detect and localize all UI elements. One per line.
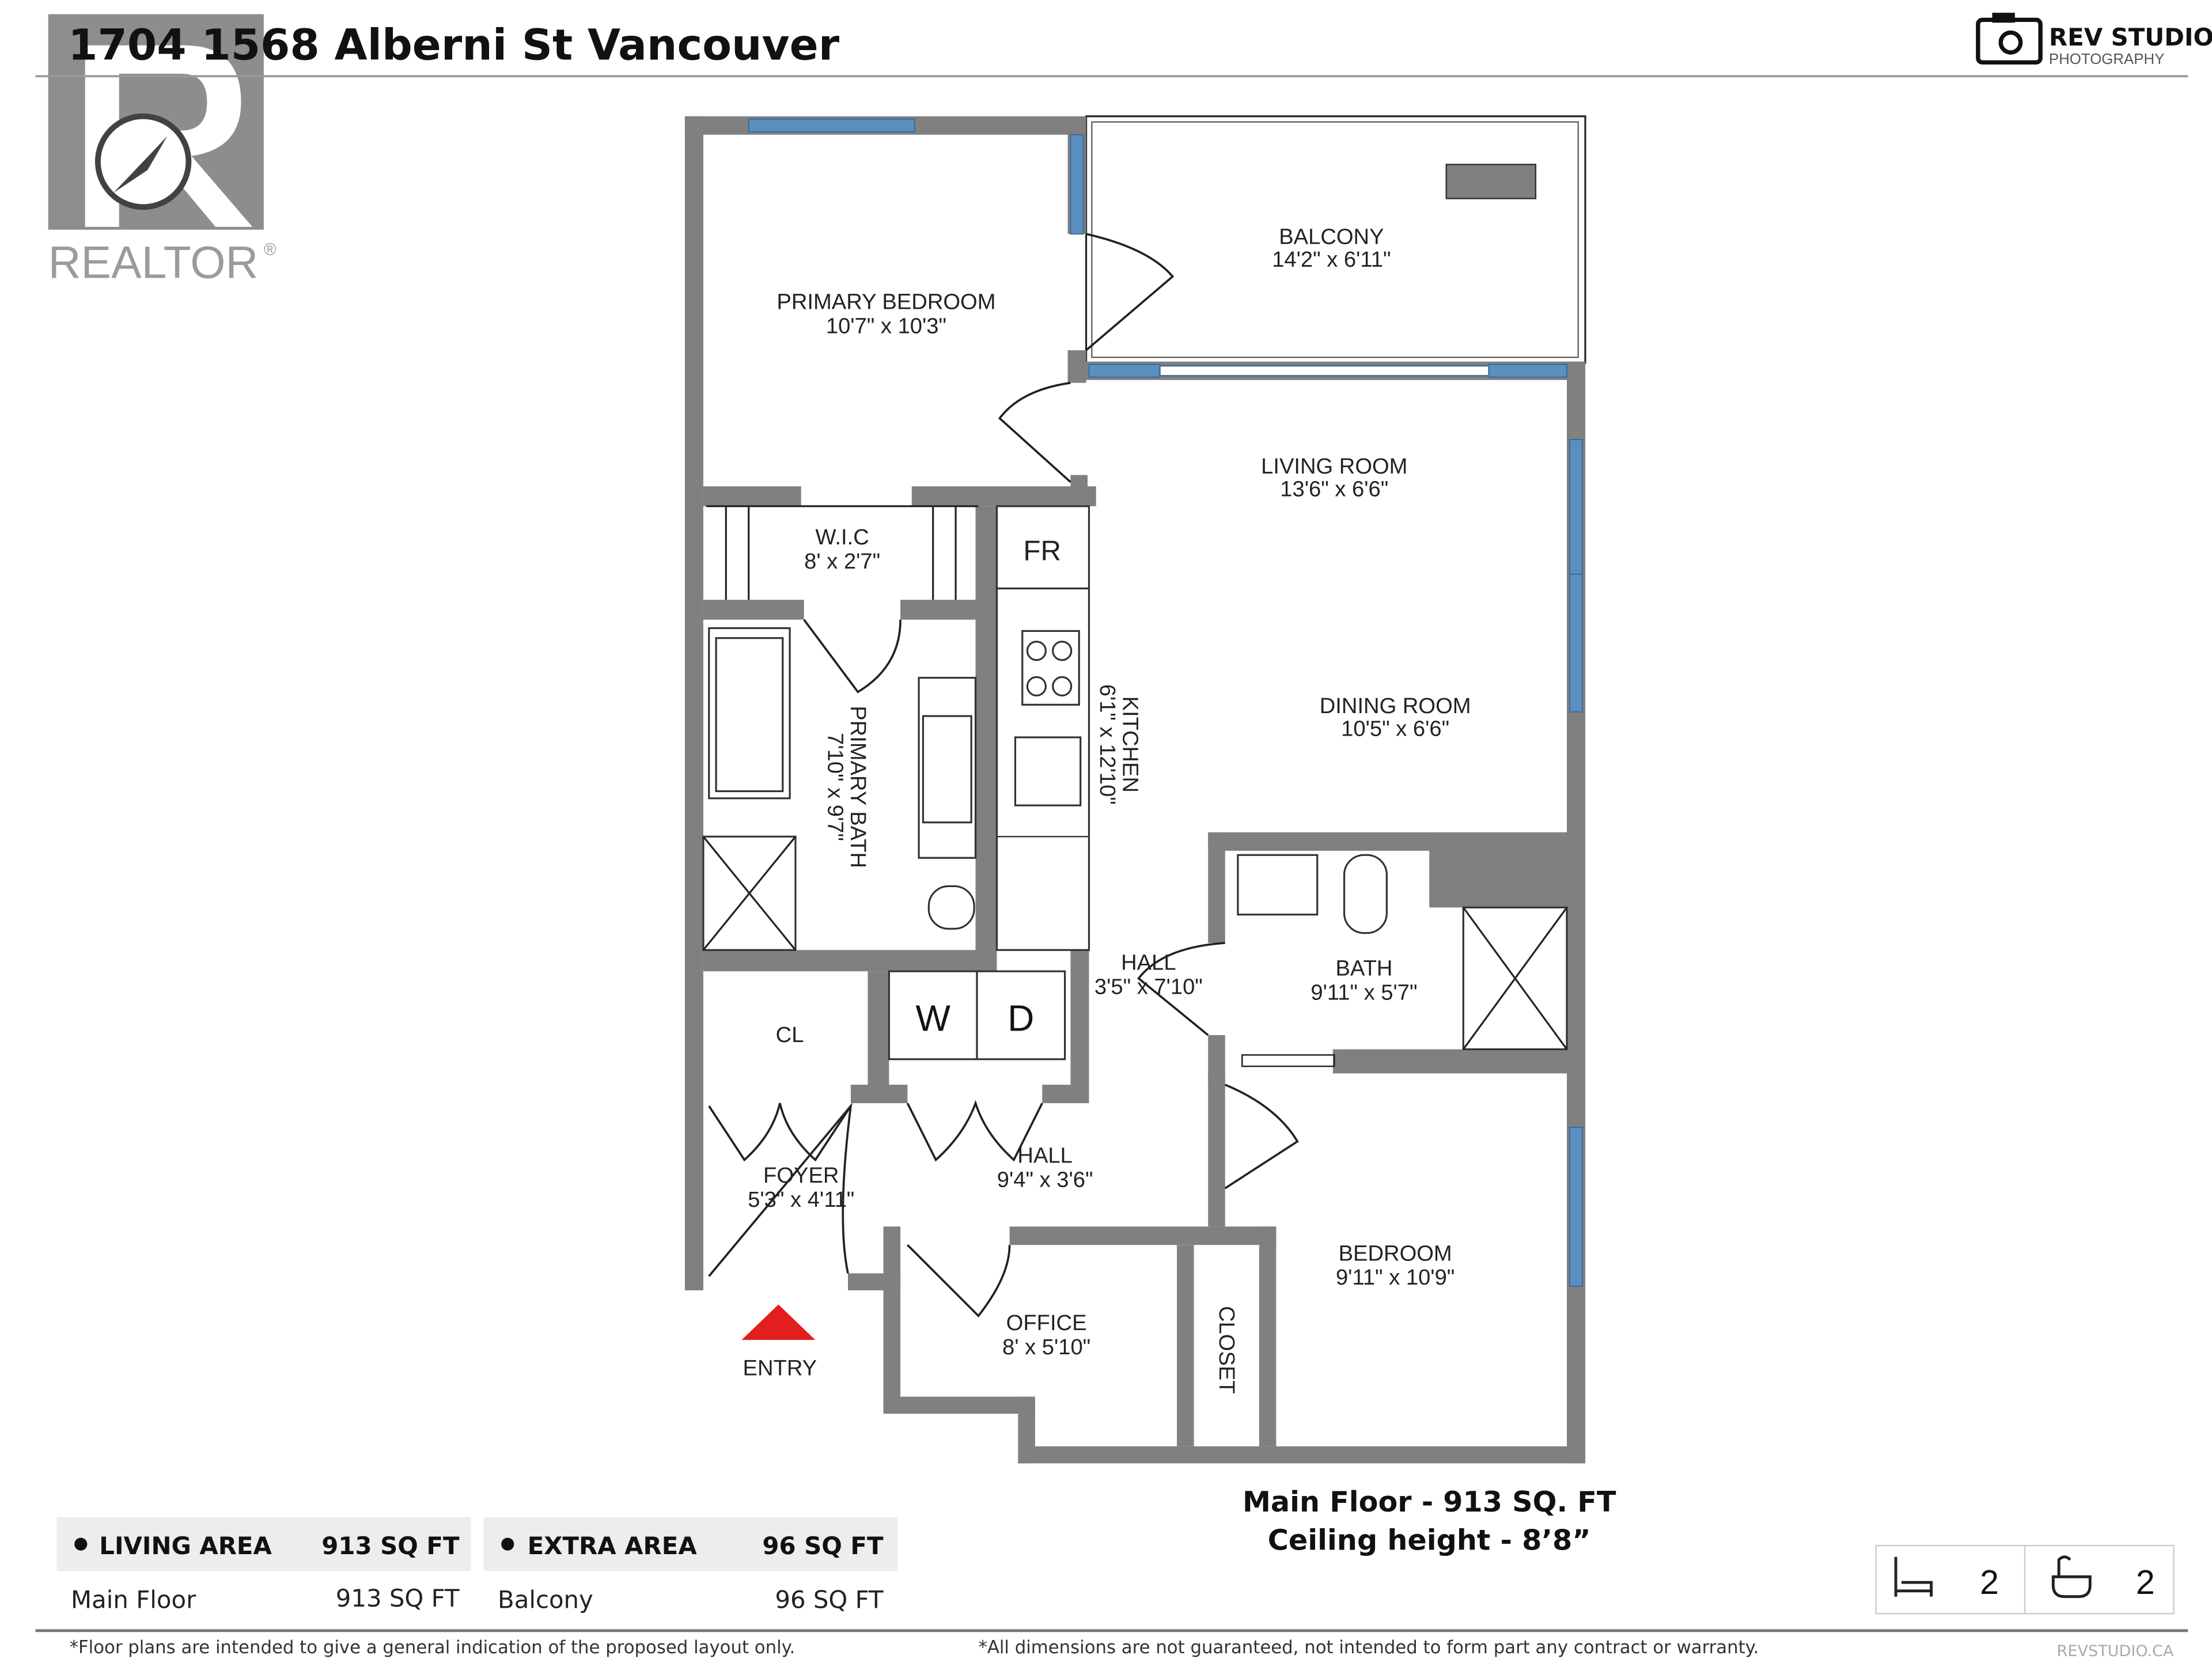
room-counts: 2 2 bbox=[1875, 1544, 2175, 1615]
area-title: EXTRA AREA bbox=[528, 1532, 698, 1560]
room-size: 10'5" x 6'6" bbox=[1341, 717, 1449, 741]
footer-divider bbox=[35, 1629, 2188, 1633]
area-row-label: Main Floor bbox=[71, 1585, 196, 1613]
listing-title: 1704 1568 Alberni St Vancouver bbox=[68, 20, 840, 70]
room-size: 3'5" x 7'10" bbox=[1094, 975, 1203, 999]
realtor-wordmark: REALTOR bbox=[48, 237, 259, 287]
area-title: LIVING AREA bbox=[99, 1532, 272, 1560]
kitchen-sink bbox=[1014, 736, 1082, 806]
fridge bbox=[995, 505, 1090, 590]
bath-vanity bbox=[1237, 854, 1319, 916]
room-name: HALL bbox=[1017, 1143, 1072, 1168]
room-name: BATH bbox=[1336, 956, 1393, 981]
room-name: KITCHEN bbox=[1118, 696, 1143, 793]
room-name: HALL bbox=[1121, 950, 1176, 975]
room-name: OFFICE bbox=[1006, 1310, 1087, 1335]
room-size: 8' x 5'10" bbox=[1002, 1335, 1090, 1359]
room-name: BEDROOM bbox=[1339, 1241, 1452, 1266]
area-row-value: 96 SQ FT bbox=[775, 1585, 884, 1613]
balcony-hvac-unit bbox=[1445, 164, 1537, 199]
bathroom-count: 2 bbox=[2136, 1563, 2155, 1601]
room-name: CL bbox=[776, 1022, 804, 1047]
studio-subtitle: PHOTOGRAPHY bbox=[2049, 51, 2164, 67]
dryer bbox=[976, 970, 1066, 1060]
area-total: 96 SQ FT bbox=[762, 1532, 884, 1560]
room-name: PRIMARY BATH bbox=[846, 706, 870, 868]
footer-disclaimer-right: *All dimensions are not guaranteed, not … bbox=[978, 1637, 1759, 1658]
windows bbox=[748, 118, 1584, 1287]
washer-label: W bbox=[915, 998, 950, 1039]
primary-toilet bbox=[927, 885, 975, 930]
area-total: 913 SQ FT bbox=[321, 1532, 460, 1560]
room-name: LIVING ROOM bbox=[1261, 454, 1407, 479]
wic-shelving bbox=[706, 505, 979, 600]
footer-site: REVSTUDIO.CA bbox=[2057, 1642, 2174, 1659]
svg-text:®: ® bbox=[264, 240, 276, 259]
header-divider bbox=[35, 75, 2188, 78]
rev-studio-logo: REV STUDIO PHOTOGRAPHY bbox=[1976, 13, 2212, 67]
fixtures: FR W D bbox=[702, 505, 1568, 1060]
bedroom-count: 2 bbox=[1980, 1563, 1999, 1601]
fridge-label: FR bbox=[1023, 535, 1061, 566]
dryer-label: D bbox=[1007, 998, 1034, 1039]
room-size: 13'6" x 6'6" bbox=[1280, 477, 1388, 502]
room-size: 14'2" x 6'11" bbox=[1272, 247, 1391, 272]
footer-disclaimer-left: *Floor plans are intended to give a gene… bbox=[70, 1637, 796, 1658]
room-name: CLOSET bbox=[1214, 1306, 1239, 1394]
floor-plan: FR W D PRIMARY BEDROOM 10'7" x 10'3" BAL… bbox=[684, 115, 1586, 1464]
bath-toilet bbox=[1343, 854, 1388, 934]
room-name: W.I.C bbox=[816, 525, 869, 550]
entry-arrow-icon bbox=[741, 1304, 816, 1340]
ceiling-height: Ceiling height - 8’8” bbox=[1268, 1523, 1591, 1556]
room-size: 7'10" x 9'7" bbox=[823, 733, 848, 841]
washer bbox=[888, 970, 978, 1060]
room-size: 9'11" x 10'9" bbox=[1336, 1265, 1455, 1290]
bathtub-icon bbox=[2051, 1555, 2092, 1599]
bed-icon bbox=[1894, 1556, 1933, 1597]
area-row-label: Balcony bbox=[498, 1585, 593, 1613]
entry-label: ENTRY bbox=[743, 1356, 817, 1381]
extra-area-table: EXTRA AREA 96 SQ FT Balcony 96 SQ FT bbox=[483, 1517, 898, 1613]
floor-area-summary: Main Floor - 913 SQ. FT bbox=[1243, 1485, 1616, 1518]
area-row-value: 913 SQ FT bbox=[336, 1584, 460, 1612]
room-name: BALCONY bbox=[1279, 224, 1384, 249]
realtor-logo: REALTOR ® bbox=[48, 14, 276, 287]
room-size: 6'1" x 12'10" bbox=[1095, 684, 1120, 805]
room-name: FOYER bbox=[763, 1163, 839, 1188]
room-size: 9'11" x 5'7" bbox=[1310, 980, 1417, 1005]
room-size: 9'4" x 3'6" bbox=[997, 1167, 1093, 1192]
studio-name: REV STUDIO bbox=[2049, 23, 2212, 51]
room-size: 10'7" x 10'3" bbox=[826, 313, 946, 338]
room-name: DINING ROOM bbox=[1320, 694, 1471, 718]
living-area-table: LIVING AREA 913 SQ FT Main Floor 913 SQ … bbox=[56, 1517, 471, 1613]
room-size: 8' x 2'7" bbox=[804, 549, 880, 574]
room-size: 5'3" x 4'11" bbox=[748, 1187, 854, 1212]
room-labels: PRIMARY BEDROOM 10'7" x 10'3" BALCONY 14… bbox=[748, 224, 1471, 1393]
room-name: PRIMARY BEDROOM bbox=[777, 290, 995, 315]
doors bbox=[708, 233, 1335, 1318]
